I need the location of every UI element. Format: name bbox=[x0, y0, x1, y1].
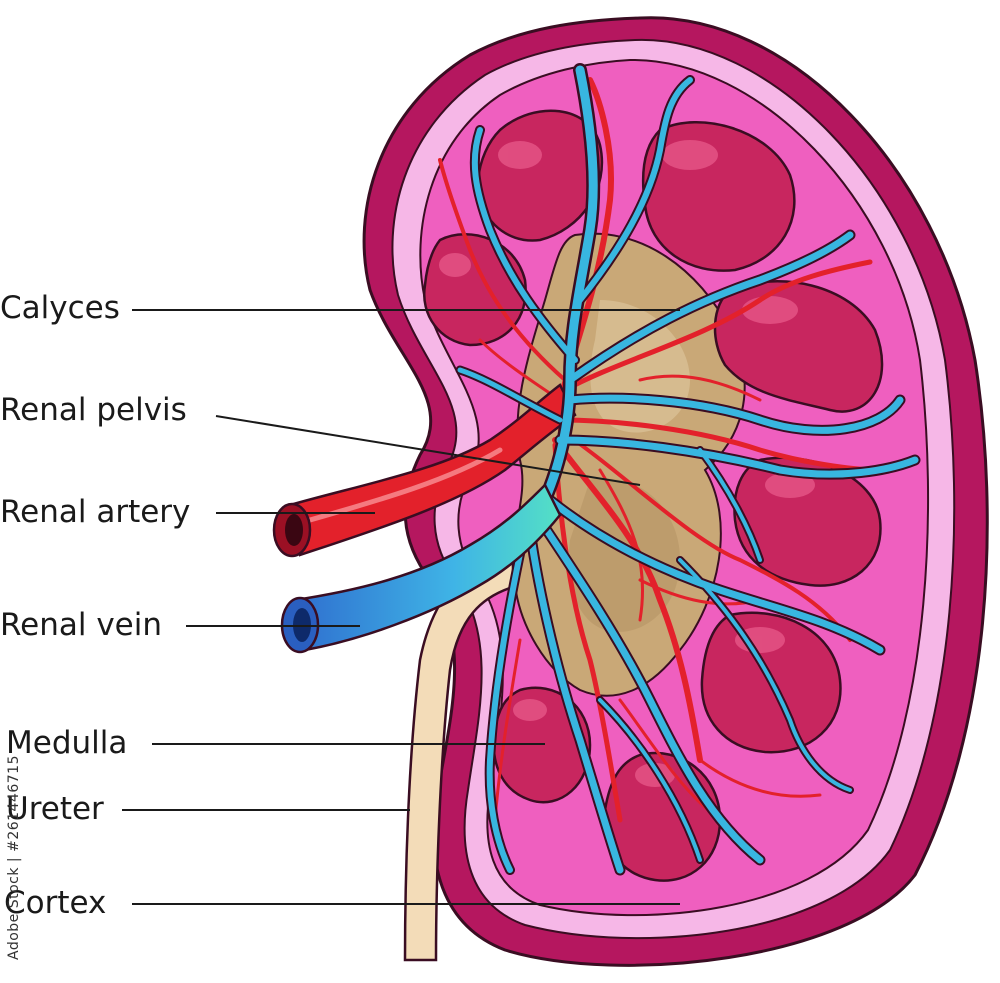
label-renal-pelvis: Renal pelvis bbox=[0, 395, 187, 426]
label-renal-artery: Renal artery bbox=[0, 497, 190, 528]
stock-watermark-id: Adobe Stock | #261446715 bbox=[6, 755, 22, 960]
label-calyces: Calyces bbox=[0, 293, 120, 324]
label-renal-vein: Renal vein bbox=[0, 610, 162, 641]
label-medulla: Medulla bbox=[6, 728, 127, 759]
